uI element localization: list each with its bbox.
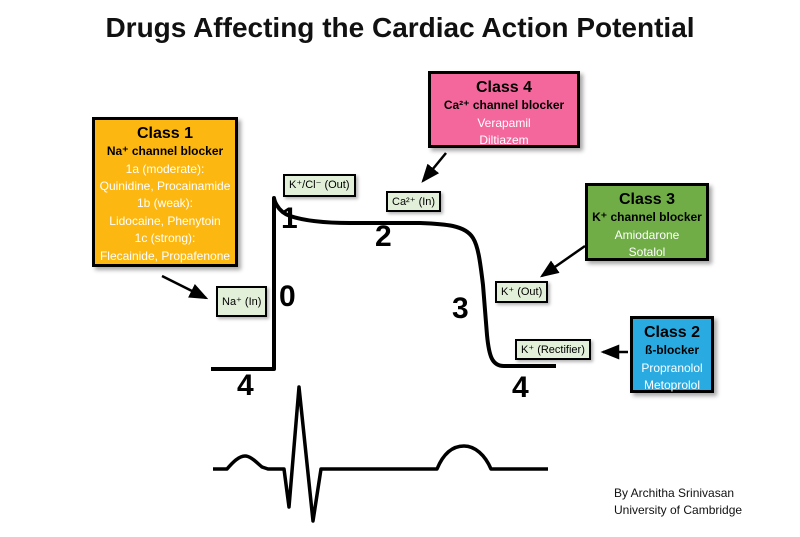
- ecg-trace: [213, 385, 548, 523]
- class4-subtitle: Ca²⁺ channel blocker: [443, 98, 565, 113]
- class4-title: Class 4: [475, 79, 533, 96]
- label-k-out: K⁺ (Out): [495, 281, 549, 303]
- phase-label-4-right: 4: [512, 371, 529, 404]
- attribution: By Architha Srinivasan University of Cam…: [614, 485, 742, 520]
- class1-drug-line: Lidocaine, Phenytoin: [109, 213, 221, 228]
- class2-drug-line: Metoprolol: [643, 377, 701, 392]
- class2-box: Class 2 ß-blocker Propranolol Metoprolol: [630, 316, 714, 393]
- label-k-rectifier: K⁺ (Rectifier): [515, 339, 591, 360]
- label-kcl-out: K⁺/Cl⁻ (Out): [283, 174, 356, 197]
- phase-label-3: 3: [452, 292, 469, 325]
- action-potential-curve: [211, 196, 556, 371]
- class3-box: Class 3 K⁺ channel blocker Amiodarone So…: [585, 183, 709, 261]
- class1-box: Class 1 Na⁺ channel blocker 1a (moderate…: [92, 117, 238, 267]
- class1-drug-line: 1a (moderate):: [125, 161, 205, 176]
- attribution-institution: University of Cambridge: [614, 503, 743, 518]
- class2-drug-line: Propranolol: [641, 360, 703, 375]
- class3-subtitle: K⁺ channel blocker: [592, 210, 702, 225]
- class1-drug-line: 1b (weak):: [136, 196, 194, 211]
- arrow-class4-to-ca-icon: [421, 152, 447, 183]
- page-title: Drugs Affecting the Cardiac Action Poten…: [105, 12, 695, 43]
- class3-title: Class 3: [618, 191, 676, 208]
- class1-title: Class 1: [136, 125, 194, 142]
- class1-drug-line: Flecainide, Propafenone: [99, 248, 231, 263]
- phase-label-2: 2: [375, 220, 392, 253]
- class1-drug-line: 1c (strong):: [134, 231, 196, 246]
- class1-drug-line: Quinidine, Procainamide: [99, 178, 231, 193]
- class4-box: Class 4 Ca²⁺ channel blocker Verapamil D…: [428, 71, 580, 148]
- class2-subtitle: ß-blocker: [644, 343, 699, 358]
- attribution-author: By Architha Srinivasan: [614, 486, 735, 500]
- label-na-in: Na⁺ (In): [216, 286, 268, 317]
- class4-drug-line: Verapamil: [477, 115, 531, 130]
- class4-drug-line: Diltiazem: [479, 132, 529, 147]
- class3-drug-line: Amiodarone: [614, 227, 680, 242]
- phase-label-0: 0: [279, 280, 296, 313]
- arrow-class3-to-kout-icon: [539, 244, 586, 278]
- label-ca-in: Ca²⁺ (In): [386, 191, 442, 212]
- class1-subtitle: Na⁺ channel blocker: [106, 144, 224, 159]
- phase-label-4-left: 4: [237, 369, 254, 402]
- phase-label-1: 1: [281, 202, 298, 235]
- arrow-class1-to-na-icon: [161, 274, 209, 300]
- class2-title: Class 2: [643, 324, 701, 341]
- class3-drug-line: Sotalol: [628, 244, 666, 259]
